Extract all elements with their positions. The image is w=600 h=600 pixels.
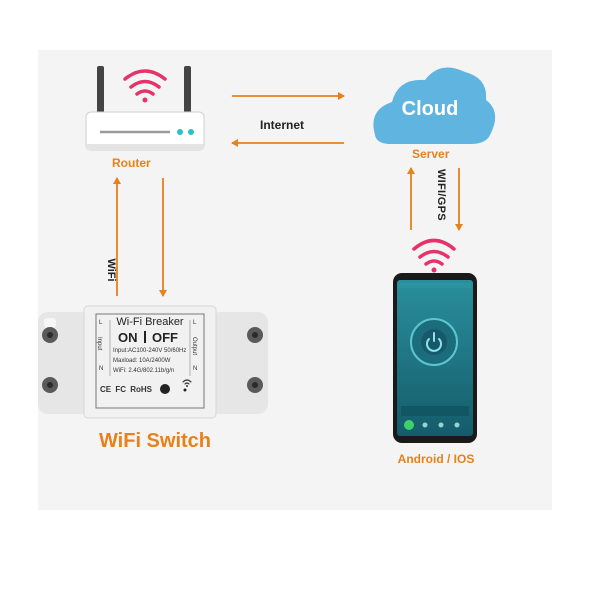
router-wifi-icon [123,69,167,103]
breaker-wifi-spec: WiFi: 2.4G/802.11b/g/n [113,368,175,374]
breaker-on: ON [118,330,138,345]
breaker-n-right: N [193,366,198,372]
cloud-icon [373,67,496,144]
smartphone-icon [393,273,477,443]
breaker-certification-marks: CE FC RoHS [100,385,152,394]
wifi-breaker-device [38,305,268,419]
internet-label: Internet [260,118,305,132]
breaker-output-side: Output [191,337,197,356]
breaker-input-side: Input [96,337,102,351]
wifi-switch-label: WiFi Switch [98,430,212,452]
cloud-text: Cloud [401,98,459,120]
wifi-link-label: WiFi [105,258,117,282]
breaker-off: OFF [152,330,178,345]
phone-wifi-icon [412,238,456,273]
android-ios-label: Android / IOS [397,452,475,466]
wifi-gps-label: WIFI/GPS [435,169,447,221]
breaker-maxload-spec: Maxload: 10A/2400W [113,358,171,364]
server-label: Server [412,147,450,161]
breaker-l-left: L [99,320,103,326]
breaker-l-right: L [193,320,197,326]
router-label: Router [112,156,151,170]
breaker-n-left: N [99,366,104,372]
router-icon [85,66,205,151]
breaker-title: Wi-Fi Breaker [116,316,184,328]
breaker-input-spec: Input:AC100-240V 50/60Hz [113,348,187,354]
breaker-switch-mark [144,331,146,343]
